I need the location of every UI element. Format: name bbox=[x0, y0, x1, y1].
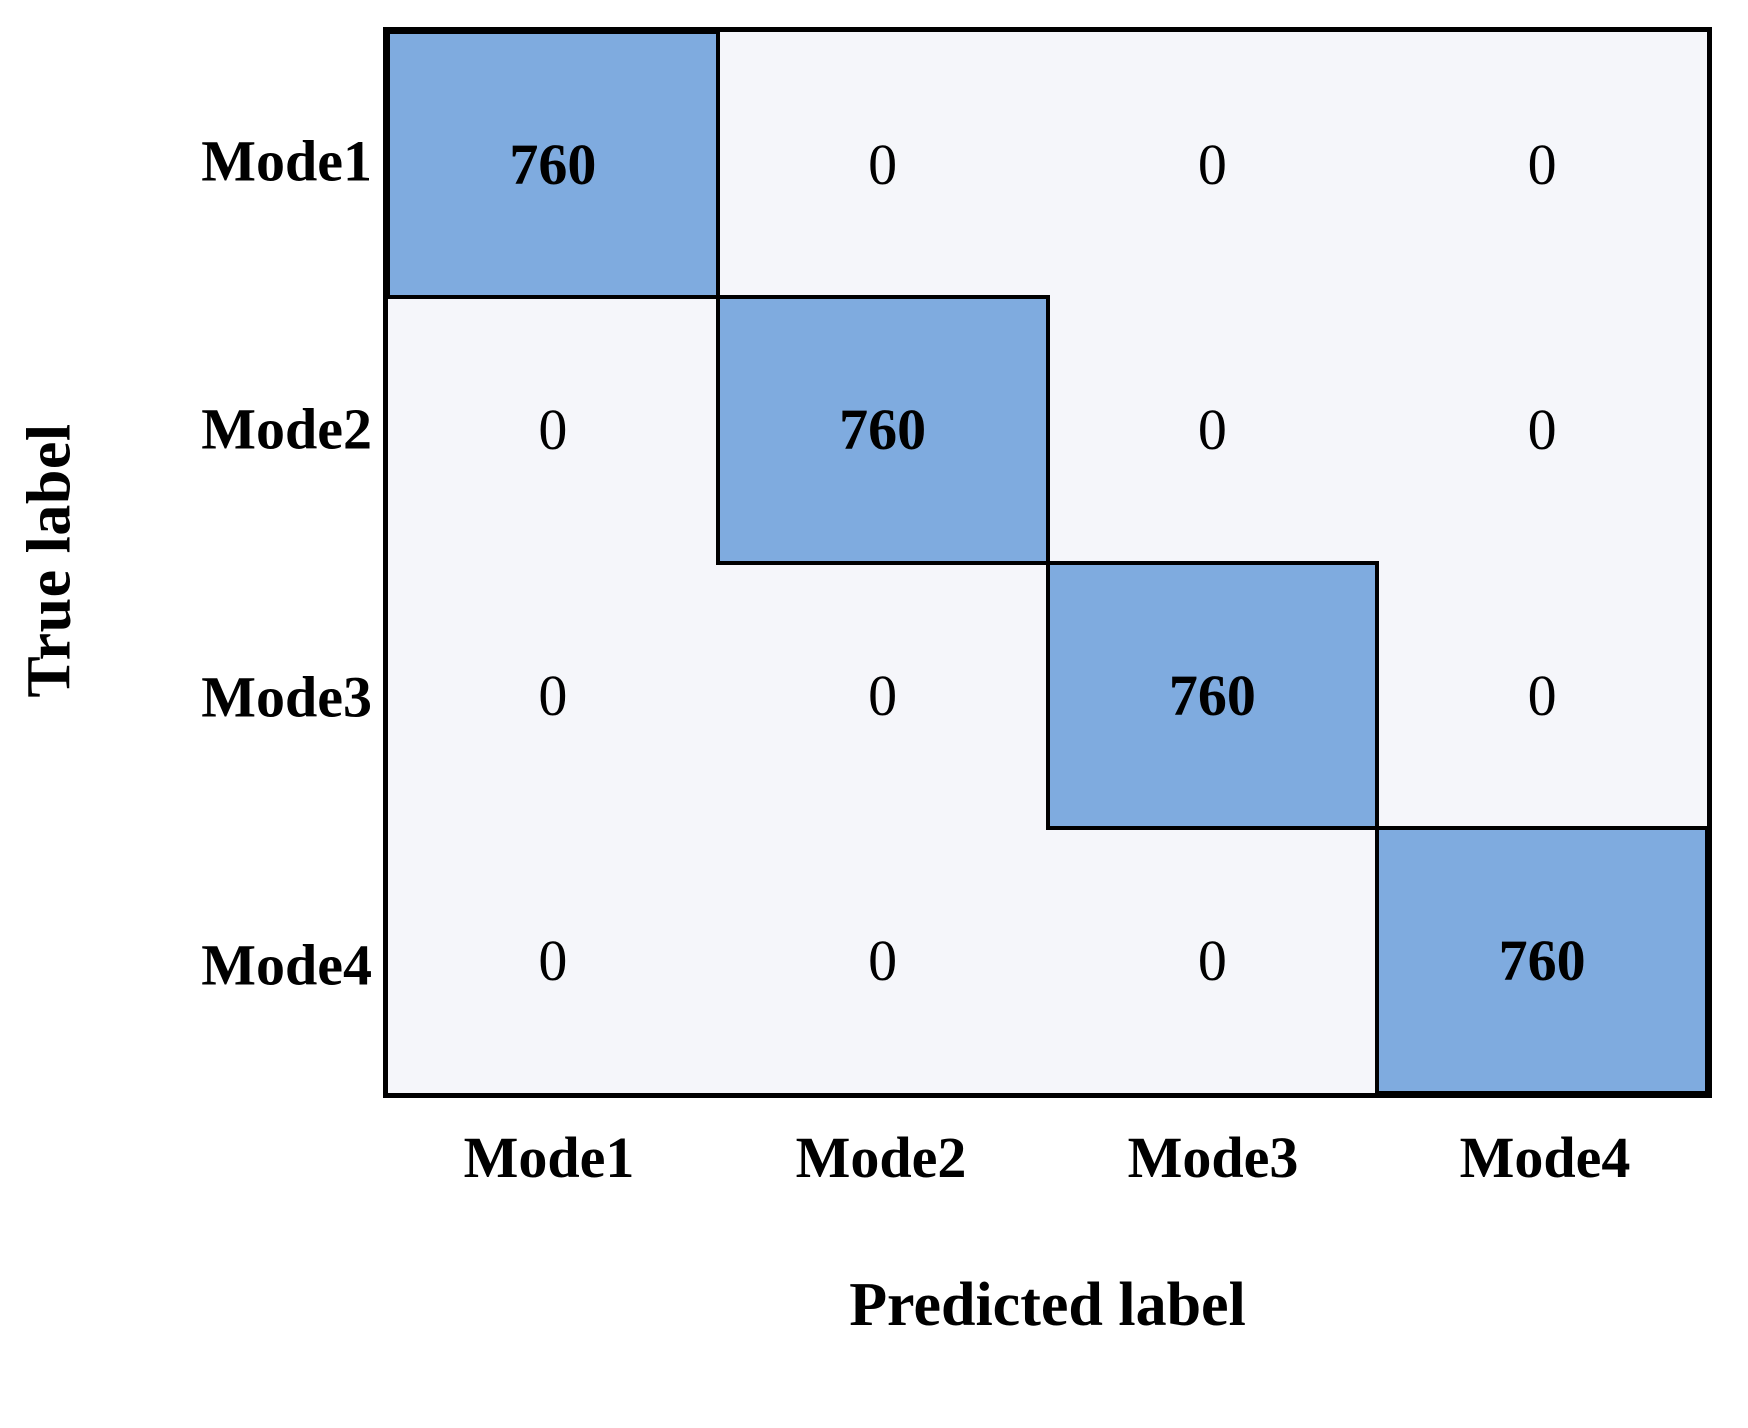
matrix-cell-r1c1: 760 bbox=[715, 295, 1050, 565]
matrix-cell-r3c2: 0 bbox=[1047, 827, 1378, 1093]
matrix-cell-r2c2: 760 bbox=[1045, 560, 1380, 830]
matrix-cell-r3c1: 0 bbox=[717, 827, 1048, 1093]
y-tick-label-mode4: Mode4 bbox=[201, 932, 372, 998]
x-tick-label-mode1: Mode1 bbox=[463, 1125, 635, 1190]
matrix-cell-r2c3: 0 bbox=[1377, 562, 1707, 828]
y-tick-label-mode1: Mode1 bbox=[201, 128, 372, 194]
matrix-cell-r1c0: 0 bbox=[388, 297, 718, 563]
x-tick-label-mode2: Mode2 bbox=[795, 1125, 967, 1190]
matrix-cell-r3c0: 0 bbox=[388, 827, 718, 1093]
confusion-matrix-grid: 760 0 0 0 0 760 0 0 0 0 760 0 0 0 0 760 bbox=[383, 27, 1712, 1098]
matrix-cell-r0c1: 0 bbox=[717, 32, 1048, 298]
matrix-cell-r0c2: 0 bbox=[1047, 32, 1378, 298]
matrix-cell-r2c1: 0 bbox=[717, 562, 1048, 828]
x-axis-title: Predicted label bbox=[849, 1271, 1246, 1339]
x-tick-label-mode4: Mode4 bbox=[1459, 1125, 1631, 1190]
y-axis-title: True label bbox=[15, 422, 84, 698]
matrix-cell-r1c2: 0 bbox=[1047, 297, 1378, 563]
matrix-cell-r0c3: 0 bbox=[1377, 32, 1707, 298]
matrix-cell-r2c0: 0 bbox=[388, 562, 718, 828]
y-axis-title-container: True label bbox=[0, 300, 100, 820]
y-tick-label-mode3: Mode3 bbox=[201, 664, 372, 730]
y-tick-label-mode2: Mode2 bbox=[201, 396, 372, 462]
matrix-cell-r1c3: 0 bbox=[1377, 297, 1707, 563]
matrix-cell-r0c0: 760 bbox=[386, 30, 720, 300]
matrix-cell-r3c3: 760 bbox=[1375, 825, 1709, 1095]
x-tick-label-mode3: Mode3 bbox=[1127, 1125, 1299, 1190]
